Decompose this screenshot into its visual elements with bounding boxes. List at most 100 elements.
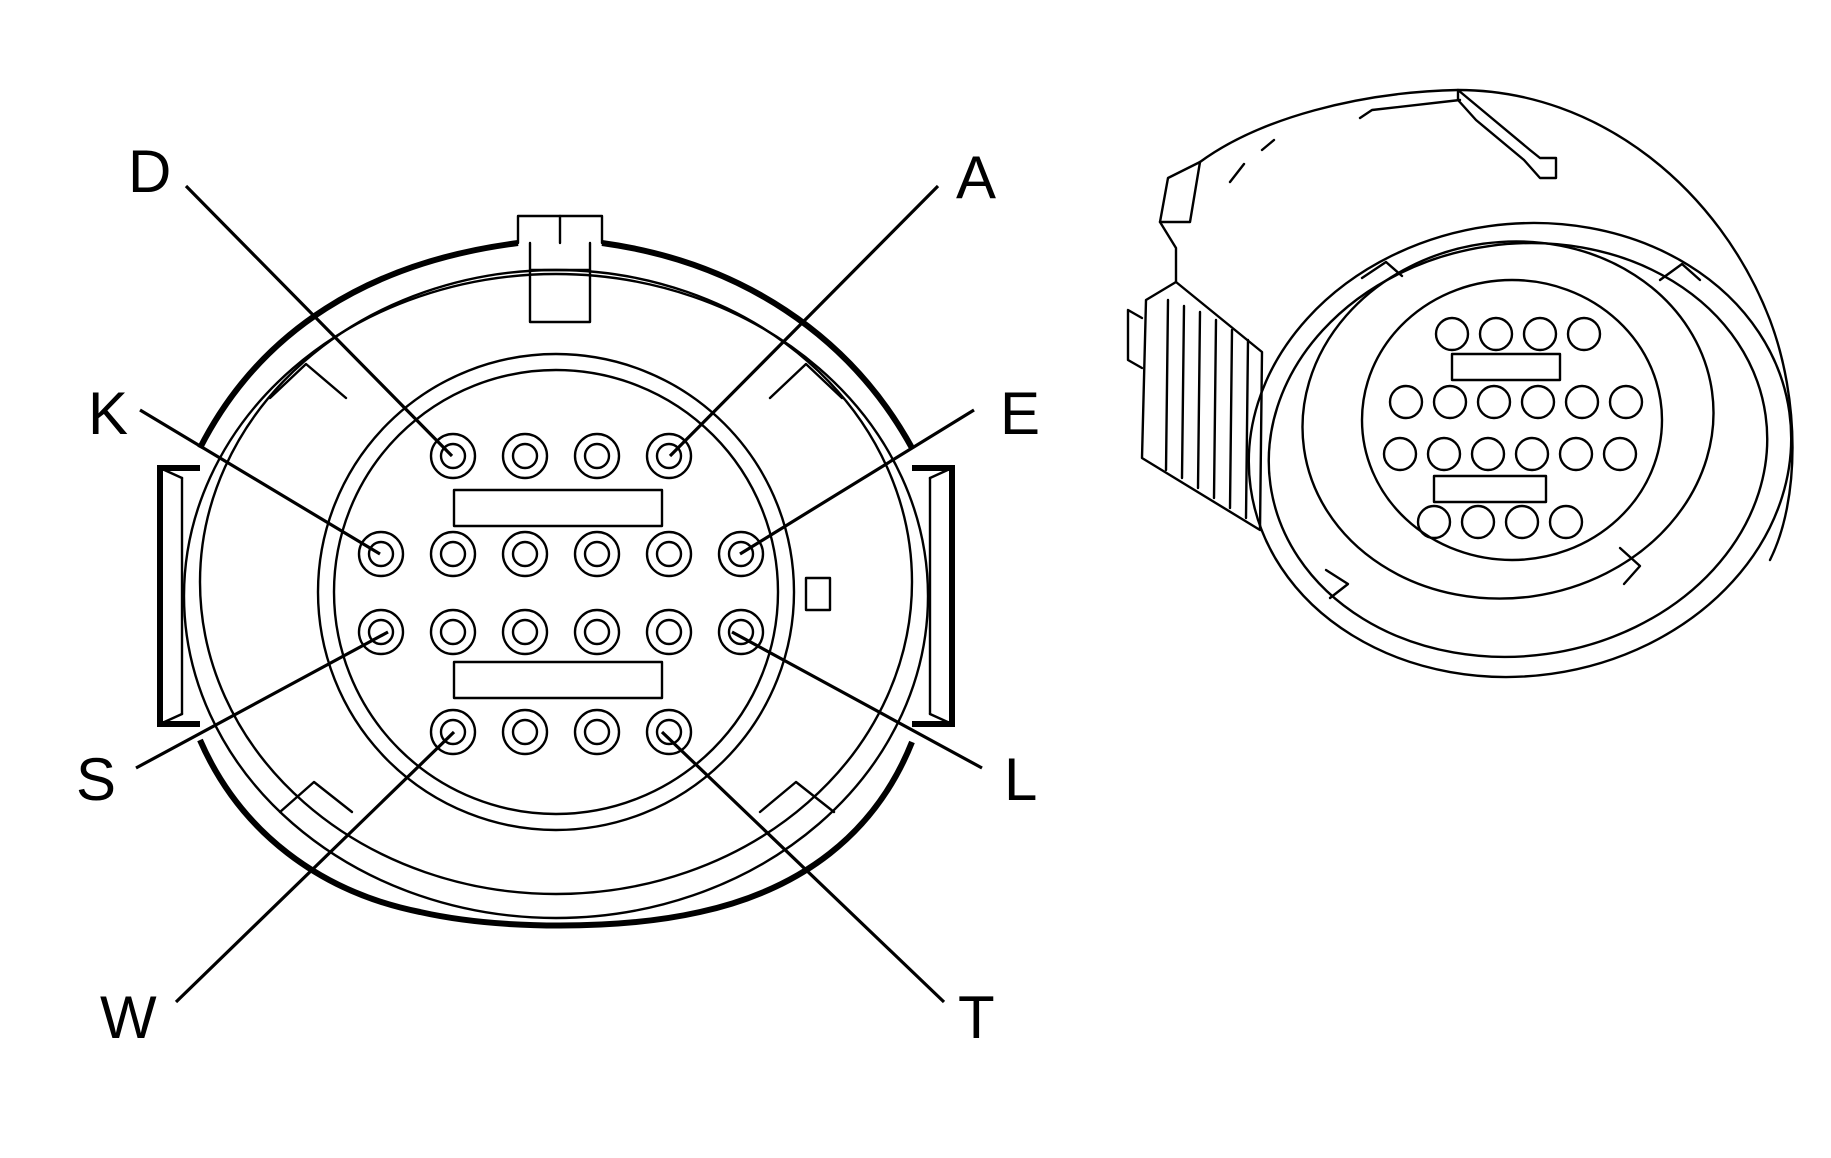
terminal-cavity-contact [439,442,467,470]
terminal-cavity [501,608,549,656]
pin-label-S: S [76,746,116,813]
terminal-cavities [357,432,765,756]
iso-top-detail [1228,138,1276,184]
iso-terminal-cavity [1520,384,1556,420]
keying-notch-bottom-right [758,780,836,814]
terminal-cavity [573,708,621,756]
terminal-cavity [501,708,549,756]
terminal-cavity-contact [439,618,467,646]
terminal-cavity [429,608,477,656]
pin-label-K: K [88,380,128,447]
iso-terminal-cavities [1382,316,1644,540]
polarization-tab [804,576,832,612]
iso-notch-top-left [1360,260,1404,280]
keying-notch-top-left [268,362,348,400]
terminal-cavity [645,608,693,656]
iso-terminal-cavity [1548,504,1584,540]
terminal-cavity [717,608,765,656]
iso-notch-top-right [1658,262,1702,282]
terminal-cavity-contact [583,540,611,568]
terminal-cavity [501,530,549,578]
iso-terminal-cavity [1388,384,1424,420]
terminal-cavity [429,530,477,578]
iso-terminal-cavity [1432,384,1468,420]
iso-terminal-cavity [1382,436,1418,472]
terminal-cavity-contact [583,718,611,746]
iso-terminal-cavity [1504,504,1540,540]
keying-notch-bottom-left [278,780,354,814]
pin-labels: D A K E S L W T [76,138,1040,1051]
iso-terminal-cavity [1434,316,1470,352]
terminal-cavity [573,432,621,480]
pin-field-outer-ring [316,352,796,832]
terminal-cavity-contact [367,618,395,646]
iso-terminal-cavity [1460,504,1496,540]
iso-terminal-cavity [1470,436,1506,472]
iso-body-outline [1198,88,1794,562]
leader-line-A [668,184,940,458]
iso-pin-field-inner [1360,278,1664,562]
front-view-connector [157,214,955,929]
terminal-cavity-contact [439,718,467,746]
terminal-cavity-contact [655,718,683,746]
isometric-view-connector [1126,88,1794,679]
upper-separator-bar [452,488,664,528]
left-side-clip [157,465,200,727]
leader-line-S [135,630,389,770]
terminal-cavity [573,530,621,578]
terminal-cavity-contact [583,442,611,470]
keying-notch-top-right [768,362,844,400]
lower-separator-bar [452,660,664,700]
iso-terminal-cavity [1478,316,1514,352]
leader-line-E [739,408,975,556]
iso-notch-bottom-right [1618,546,1642,586]
leader-lines [135,184,983,1004]
terminal-cavity-contact [511,540,539,568]
pin-label-D: D [128,138,171,205]
pin-label-A: A [956,144,996,211]
housing-outer-bottom [197,738,915,929]
iso-lower-bar [1432,474,1548,504]
terminal-cavity-contact [727,540,755,568]
leader-line-L [731,630,983,770]
iso-terminal-cavity [1426,436,1462,472]
terminal-cavity [429,432,477,480]
iso-terminal-cavity [1476,384,1512,420]
terminal-cavity [429,708,477,756]
terminal-cavity [645,708,693,756]
leader-line-W [174,730,456,1004]
terminal-cavity-contact [655,442,683,470]
housing-shell [182,272,930,920]
iso-terminal-cavity [1522,316,1558,352]
terminal-cavity-contact [511,718,539,746]
iso-notch-bottom-left [1324,568,1350,600]
iso-terminal-cavity [1514,436,1550,472]
pin-field-inner-ring [332,368,780,816]
leader-line-D [184,184,454,458]
iso-top-ridge [1358,98,1462,120]
terminal-cavity [645,432,693,480]
iso-front-face [1247,221,1793,679]
iso-terminal-cavity [1566,316,1602,352]
terminal-cavity-contact [655,618,683,646]
pin-label-L: L [1004,746,1037,813]
terminal-cavity-contact [727,618,755,646]
iso-terminal-cavity [1602,436,1638,472]
iso-terminal-cavity [1608,384,1644,420]
terminal-cavity [717,530,765,578]
pin-label-E: E [1000,380,1040,447]
terminal-cavity [357,608,405,656]
iso-top-latch [1456,88,1558,180]
iso-side-ribbed-clip [1126,280,1264,532]
iso-terminal-cavity [1558,436,1594,472]
iso-pin-field-ring [1301,240,1715,600]
housing-outer-top [197,240,915,450]
terminal-cavity-contact [511,442,539,470]
leader-line-K [139,408,381,556]
terminal-cavity-contact [655,540,683,568]
terminal-cavity-contact [367,540,395,568]
leader-line-T [660,730,946,1004]
pin-label-T: T [958,984,995,1051]
terminal-cavity [501,432,549,480]
